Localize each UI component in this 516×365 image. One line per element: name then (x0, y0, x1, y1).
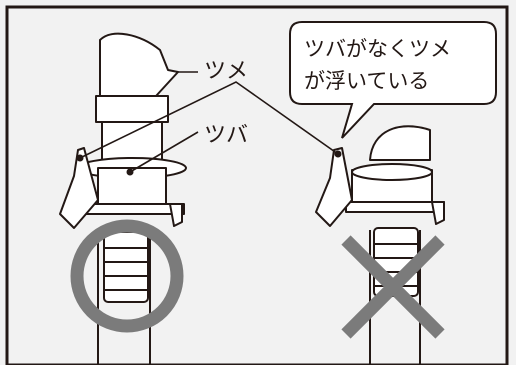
cross-ng-mark (341, 235, 445, 339)
right-hose-top (369, 125, 431, 161)
circle-ok-mark (70, 219, 184, 333)
callout-line-2: が浮いている (304, 69, 429, 93)
flange-dot (126, 168, 134, 176)
right-coupler-top (351, 163, 433, 181)
claw-dot-left (76, 154, 84, 162)
left-hose-band (95, 95, 169, 123)
left-side-tab (169, 203, 183, 227)
callout-bubble (289, 21, 497, 139)
correct-example (59, 32, 187, 365)
left-coupler-ring (79, 203, 185, 215)
left-hose-neck (101, 121, 163, 163)
right-coupler-ring (345, 201, 445, 213)
left-hose-body (97, 230, 151, 365)
left-corrugated-section (103, 231, 149, 303)
claw-dot-right (334, 150, 342, 158)
right-side-tab (431, 201, 445, 225)
claw-leader-line (79, 81, 339, 159)
leader-lines (79, 71, 339, 173)
left-hose-top (99, 32, 179, 97)
callout-line-1: ツバがなくツメ (304, 37, 451, 61)
right-claw (315, 147, 353, 227)
claw-label: ツメ (204, 59, 248, 84)
left-claw (59, 147, 99, 229)
flange-leader-line (129, 131, 199, 173)
flange-label: ツバ (204, 123, 248, 148)
leader-dots (76, 150, 342, 176)
